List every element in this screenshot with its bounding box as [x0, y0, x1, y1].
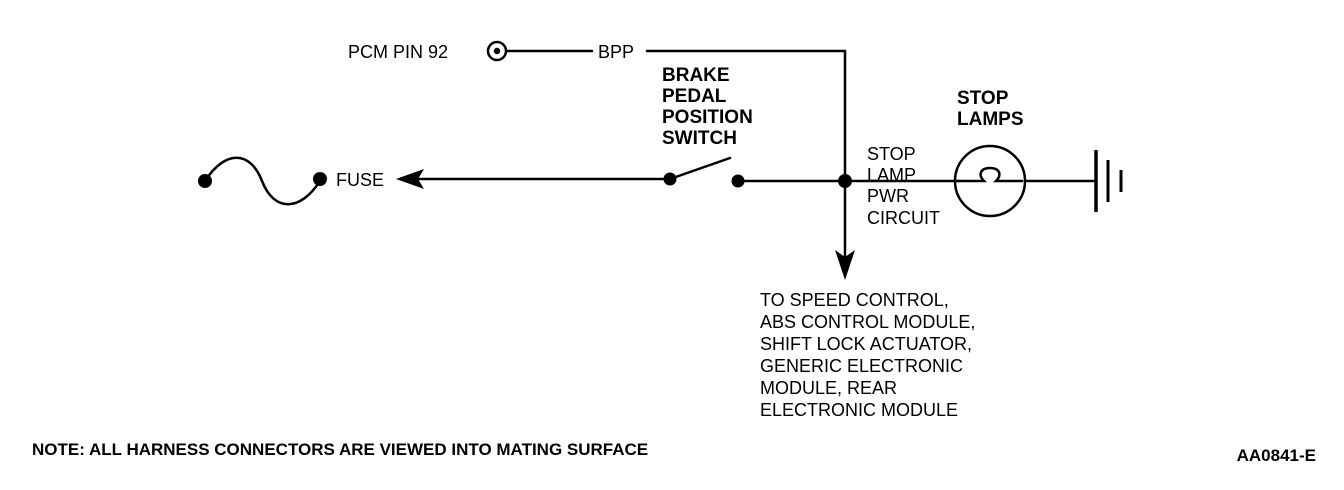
switch-label-line: SWITCH: [662, 128, 737, 149]
stop-lamps-label-line: STOP: [957, 88, 1009, 109]
lamp-filament: [956, 166, 1024, 183]
arrow-to-modules: [835, 250, 855, 280]
fuse-element: [203, 156, 322, 206]
stop-lamp-bulb: [953, 144, 1027, 218]
figure-id: AA0841-E: [1237, 446, 1316, 465]
ground-icon: [1094, 150, 1123, 212]
fuse-label: FUSE: [336, 170, 384, 190]
circuit-label-line: STOP: [867, 144, 916, 164]
pcm-pin-center: [493, 47, 501, 55]
bpp-wire-right: [645, 49, 847, 260]
arrow-to-fuse: [396, 169, 424, 189]
switch-label-line: POSITION: [662, 107, 753, 128]
circuit-label-line: LAMP: [867, 165, 916, 185]
destination-line: TO SPEED CONTROL,: [760, 290, 949, 310]
brake-pedal-position-switch: [663, 156, 745, 188]
switch-contact-arm: [668, 156, 732, 181]
destination-line: SHIFT LOCK ACTUATOR,: [760, 334, 972, 354]
fuse-terminal-right: [313, 172, 327, 186]
harness-note: NOTE: ALL HARNESS CONNECTORS ARE VIEWED …: [32, 440, 648, 459]
pcm-pin-label: PCM PIN 92: [348, 42, 448, 62]
destination-line: MODULE, REAR: [760, 378, 897, 398]
circuit-label: STOP LAMP PWR CIRCUIT: [867, 144, 940, 228]
stop-lamps-label-line: LAMPS: [957, 109, 1024, 130]
circuit-label-line: CIRCUIT: [867, 208, 940, 228]
destination-line: ABS CONTROL MODULE,: [760, 312, 975, 332]
fuse-symbol: [198, 156, 327, 206]
switch-label-line: BRAKE: [662, 65, 730, 86]
destination-line: GENERIC ELECTRONIC: [760, 356, 963, 376]
switch-label: BRAKE PEDAL POSITION SWITCH: [662, 65, 753, 149]
destination-line: ELECTRONIC MODULE: [760, 400, 958, 420]
bpp-label: BPP: [598, 42, 634, 62]
stop-lamps-label: STOP LAMPS: [957, 88, 1024, 130]
circuit-label-line: PWR: [867, 186, 909, 206]
destinations-label: TO SPEED CONTROL, ABS CONTROL MODULE, SH…: [760, 290, 975, 420]
switch-label-line: PEDAL: [662, 86, 727, 107]
